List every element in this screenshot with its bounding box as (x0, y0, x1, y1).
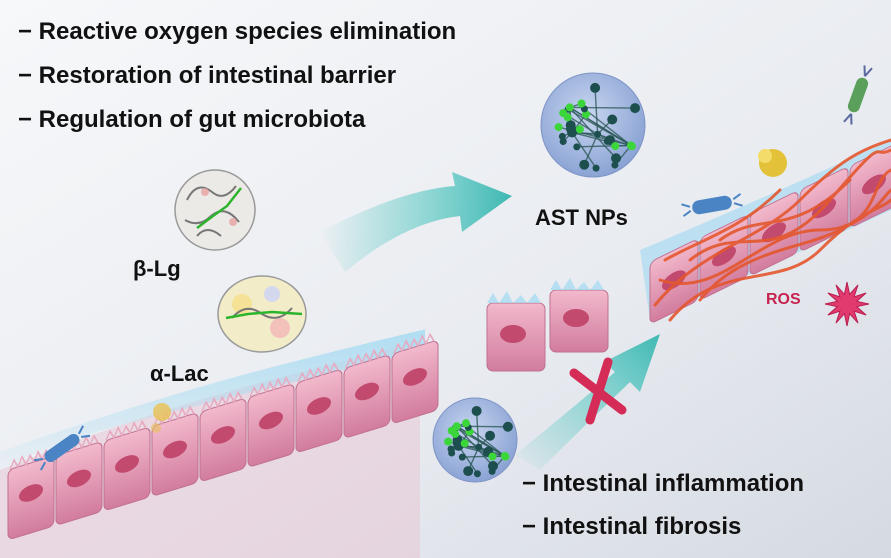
yellow-particle-icon (151, 149, 787, 433)
benefit-item-microbiota-regulation: − Regulation of gut microbiota (18, 106, 366, 133)
epithelial-cell (295, 361, 343, 452)
cross-mark-icon (569, 357, 627, 425)
detached-cells (486, 278, 609, 372)
epithelial-cell (343, 347, 391, 438)
bacteria-icon (843, 65, 873, 125)
epithelial-cell (247, 376, 295, 467)
nanoparticle-icon (432, 397, 518, 483)
bacteria-icon (33, 425, 91, 471)
healthy-epithelium (0, 329, 439, 558)
condition-item-fibrosis: − Intestinal fibrosis (522, 513, 742, 540)
epithelial-cell (199, 390, 247, 481)
label-ast-nps: AST NPs (535, 205, 628, 230)
label-alpha-lac: α-Lac (150, 361, 209, 386)
label-beta-lg: β-Lg (133, 256, 181, 281)
epithelial-cell (103, 419, 151, 510)
condition-item-inflammation: − Intestinal inflammation (522, 470, 805, 497)
protein-icon (217, 275, 307, 353)
protein-icon (174, 169, 256, 251)
upper-arrow (320, 172, 512, 272)
nanoparticle-icon (540, 72, 646, 178)
epithelial-cell (151, 405, 199, 496)
epithelial-cell (649, 240, 699, 323)
benefit-item-barrier-restoration: − Restoration of intestinal barrier (18, 62, 397, 89)
benefit-item-ros-elimination: − Reactive oxygen species elimination (18, 18, 457, 45)
fibrotic-epithelium (640, 138, 891, 323)
epithelial-cell (7, 448, 55, 539)
epithelial-cell (391, 332, 439, 423)
lower-arrow (515, 334, 660, 470)
label-ros: ROS (766, 291, 801, 308)
bacteria-icon (681, 193, 743, 217)
ros-star-icon (824, 281, 870, 327)
